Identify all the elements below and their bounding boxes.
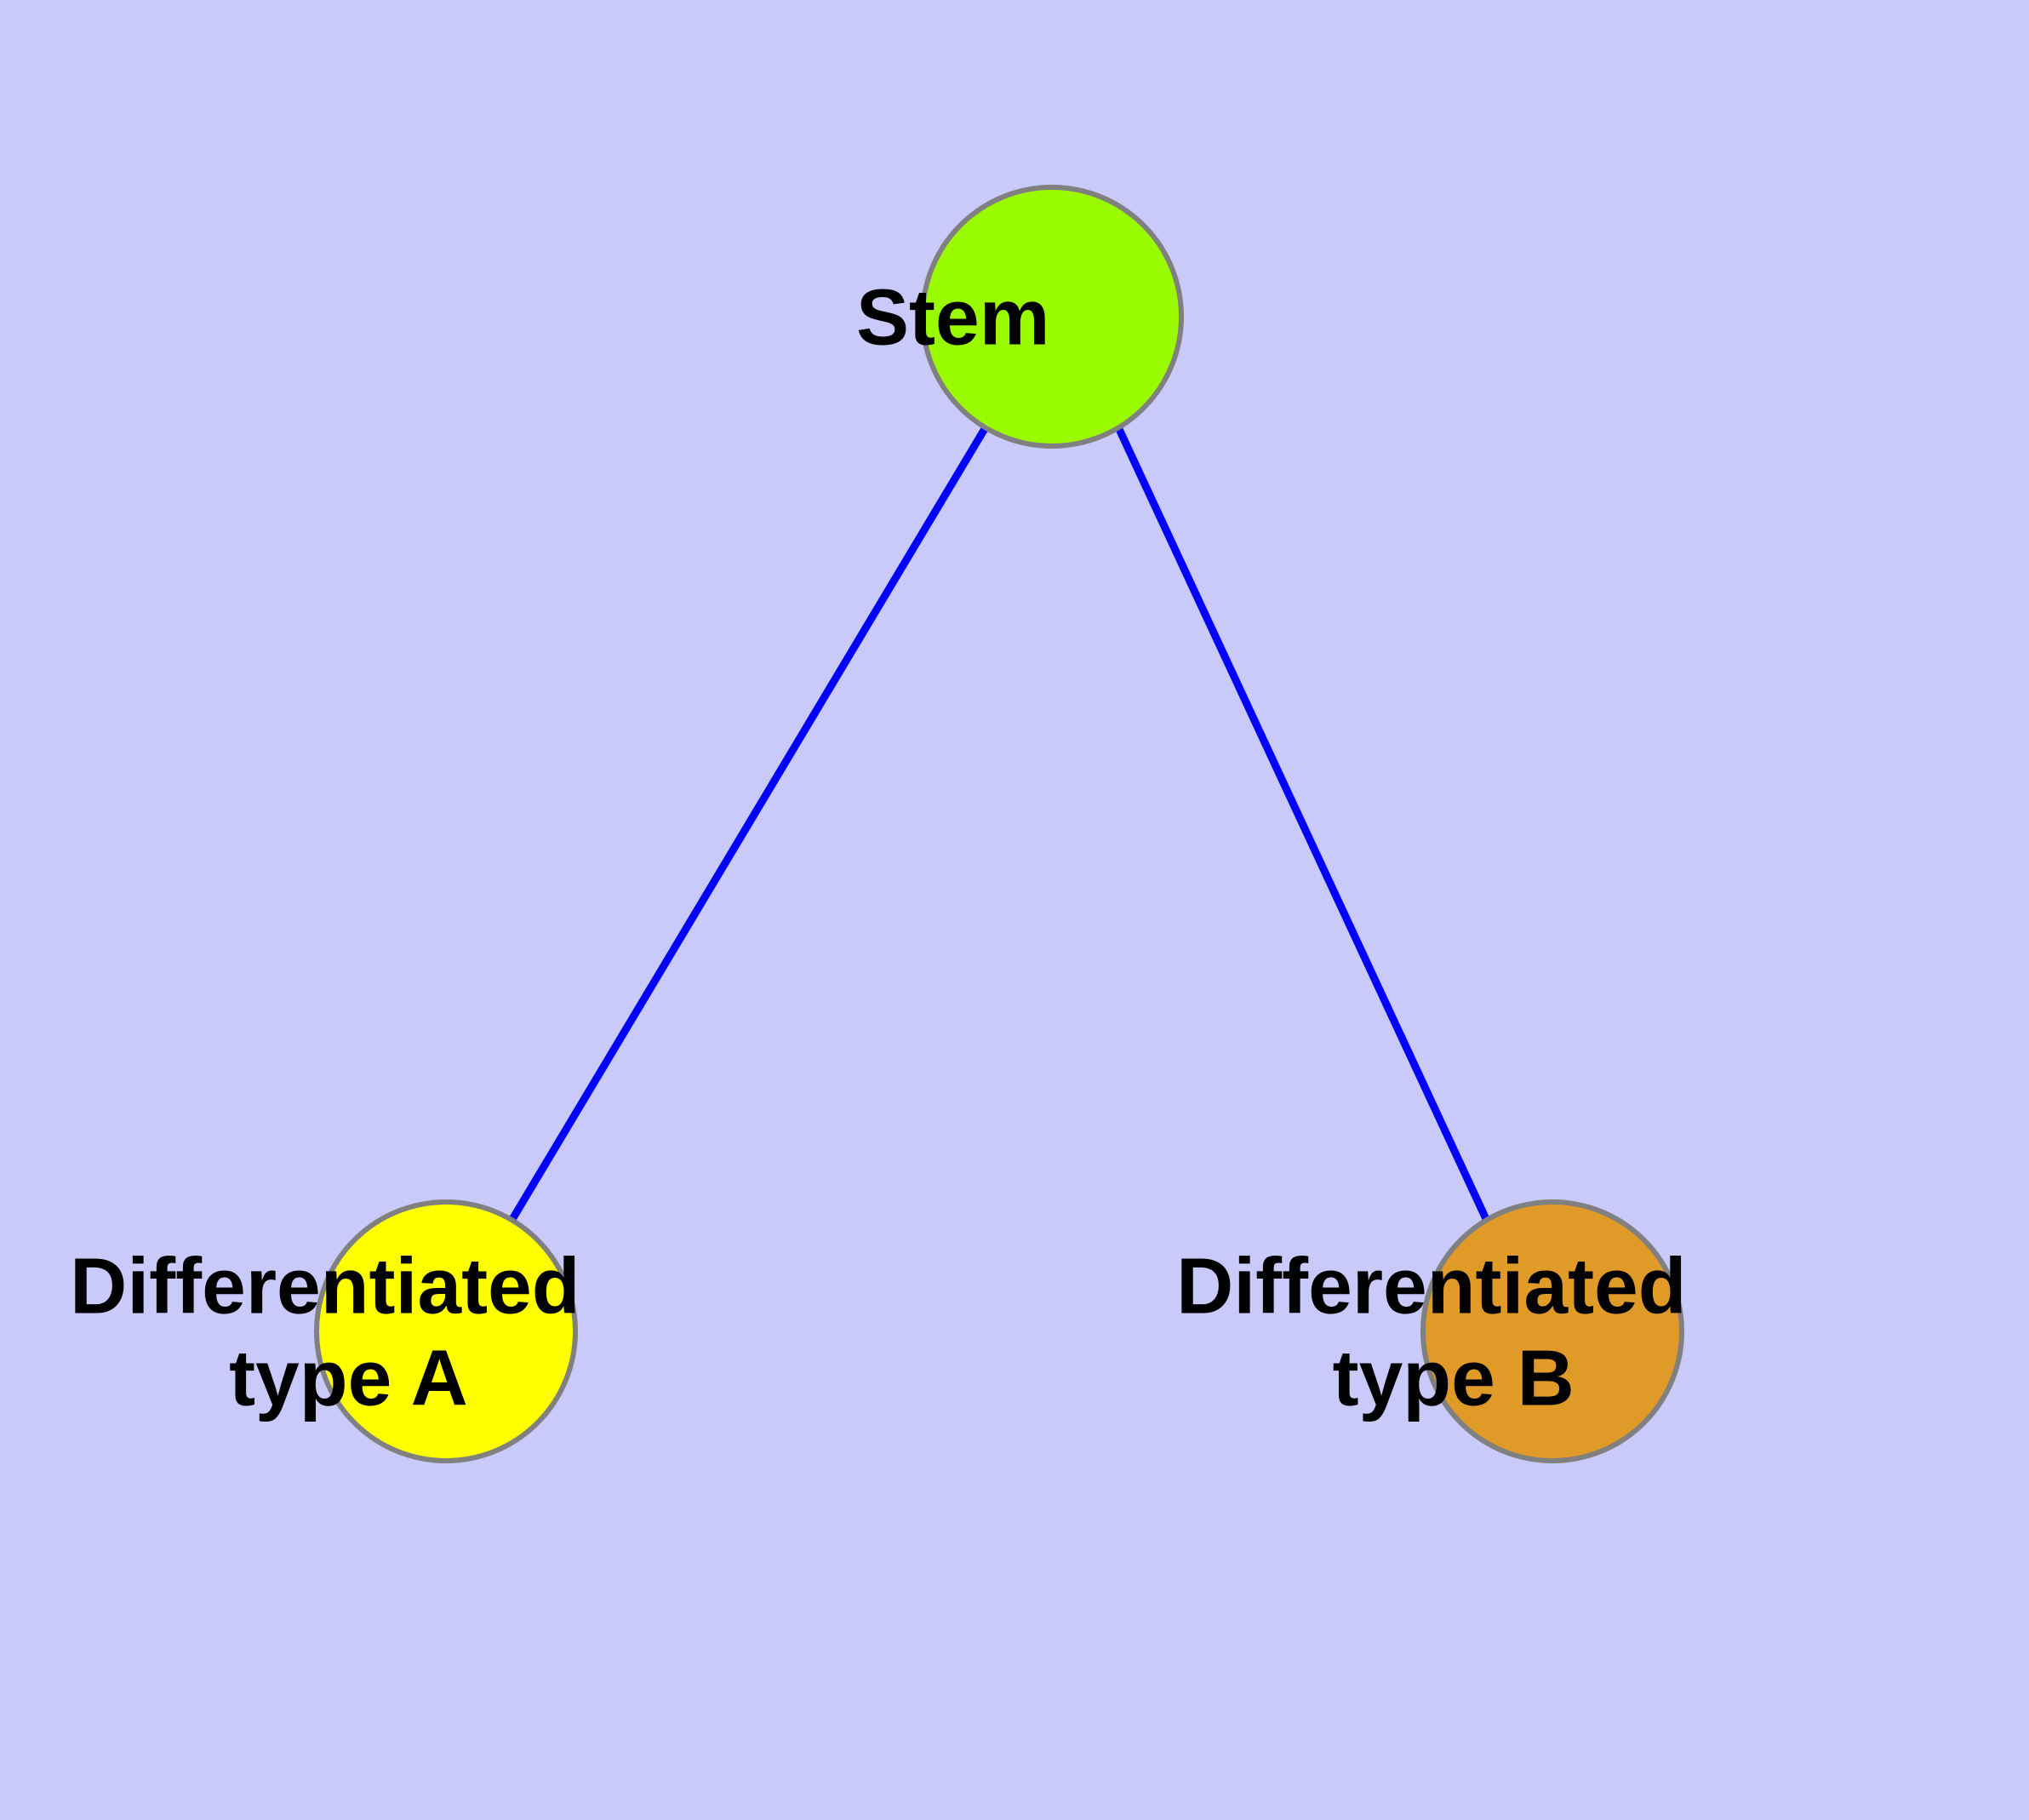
node-differentiated-type-b-label: Differentiated type B <box>1176 1241 1686 1422</box>
node-differentiated-type-a-label-line-1: Differentiated <box>70 1241 580 1330</box>
node-differentiated-type-b-circle[interactable] <box>1420 1199 1684 1463</box>
node-stem-circle[interactable] <box>920 185 1184 449</box>
node-differentiated-type-a-label-line-2: type A <box>229 1333 466 1422</box>
edge-stem-to-differentiated-type-a[interactable] <box>508 425 989 1223</box>
node-differentiated-type-a-label: Differentiated type A <box>0 0 822 1422</box>
node-differentiated-type-b-label-line-1: Differentiated <box>1176 1241 1686 1330</box>
edges-layer <box>508 425 1491 1223</box>
edge-stem-to-differentiated-type-b[interactable] <box>1114 426 1491 1222</box>
nodes-layer: Stem Differentiated type A Differentiate… <box>0 0 1929 1463</box>
node-differentiated-type-a[interactable]: Differentiated type A <box>0 0 822 1463</box>
node-differentiated-type-b-label-line-2: type B <box>1333 1333 1575 1422</box>
node-differentiated-type-b[interactable]: Differentiated type B <box>0 0 1929 1463</box>
node-differentiated-type-a-circle[interactable] <box>314 1199 578 1463</box>
node-stem[interactable]: Stem <box>0 0 1248 449</box>
node-stem-label: Stem <box>0 0 1248 361</box>
node-stem-label-line-1: Stem <box>856 272 1049 361</box>
